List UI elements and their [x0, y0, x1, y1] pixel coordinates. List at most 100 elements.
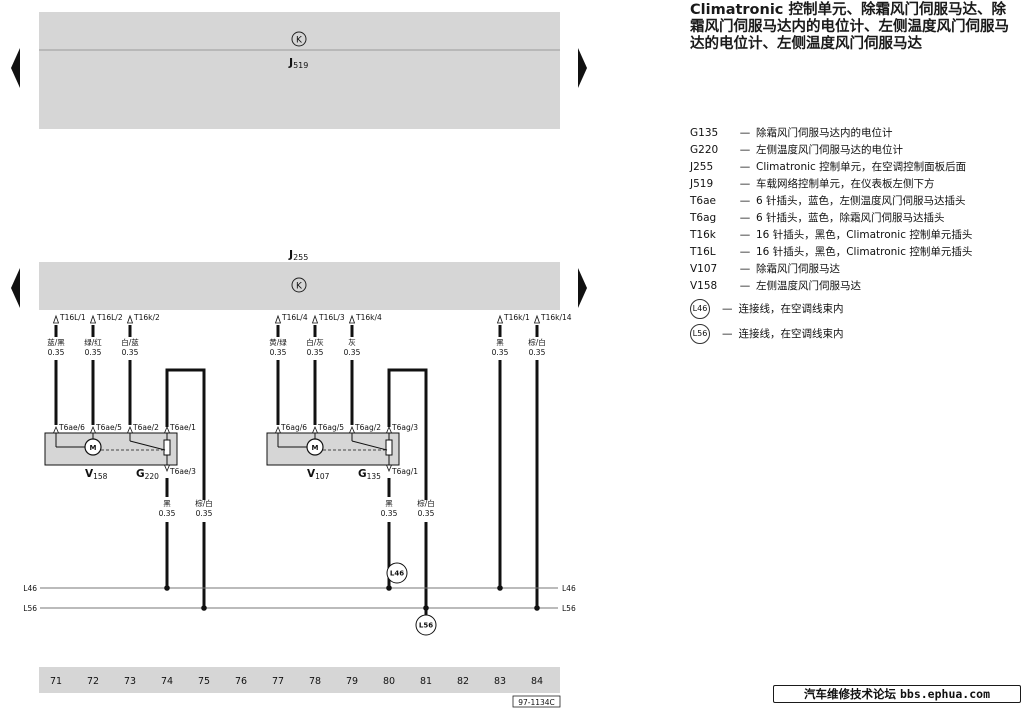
legend-code: V158	[690, 279, 718, 292]
legend-row: G135—除霜风门伺服马达内的电位计	[690, 124, 1020, 141]
pin-label: T16L/2	[96, 313, 123, 322]
pin-label: T16L/1	[59, 313, 86, 322]
connector-pin-arrow	[163, 464, 171, 473]
motor-symbol	[84, 438, 102, 456]
bus-label-left: L56	[23, 604, 37, 613]
next-page-arrow-upper[interactable]	[578, 48, 587, 88]
connector-pin-label: T6ag/3	[391, 423, 418, 432]
connector-pin-label: T6ae/1	[169, 423, 196, 432]
connector-pin-label: T6ae/6	[58, 423, 85, 432]
motor-name-sub: 107	[315, 472, 330, 481]
wire-color-label: 棕/白	[195, 498, 213, 508]
legend-row: G220—左侧温度风门伺服马达的电位计	[690, 141, 1020, 158]
legend-connector-row: L56—连接线，在空调线束内	[690, 321, 1020, 346]
pot-name: G135	[358, 468, 381, 481]
watermark-text: 汽车维修技术论坛	[803, 687, 896, 701]
motor-name: V158	[85, 468, 108, 481]
pin-arrow	[89, 314, 97, 324]
track-number-81: 81	[420, 676, 432, 687]
figure-id: 97-1134C	[518, 698, 555, 707]
track-number-79: 79	[346, 676, 358, 687]
wiring-diagram: K J519 J255 K T16L/1蓝/黑0.35T16L/2绿/红0.35…	[11, 12, 587, 708]
legend-dash: —	[739, 177, 751, 190]
legend-description: 除霜风门伺服马达	[756, 263, 840, 275]
pin-arrow	[496, 314, 504, 324]
wire-color-label: 黑	[163, 499, 171, 508]
pot-name-sub: 220	[145, 472, 160, 481]
pin-arrow	[126, 314, 134, 324]
connector-pin-label: T6ae/3	[169, 467, 196, 476]
legend-row: T6ag—6 针插头，蓝色，除霜风门伺服马达插头	[690, 209, 1020, 226]
wire-color-label: 黑	[385, 499, 393, 508]
legend-row: T6ae—6 针插头，蓝色，左侧温度风门伺服马达插头	[690, 192, 1020, 209]
legend-row: V158—左侧温度风门伺服马达	[690, 277, 1020, 294]
legend-description: 16 针插头，黑色，Climatronic 控制单元插头	[756, 229, 973, 241]
figure-id-box	[512, 695, 561, 708]
wire-color-label: 棕/白	[528, 337, 546, 347]
legend-dash: —	[739, 160, 751, 173]
j255-ground-letter: K	[296, 282, 303, 292]
bus-connector-label: L46	[390, 570, 404, 578]
prev-page-arrow-upper[interactable]	[11, 48, 20, 88]
next-page-arrow-lower[interactable]	[578, 268, 587, 308]
track-number-83: 83	[494, 676, 506, 687]
connector-pin-arrow	[52, 425, 60, 434]
wire-size-label: 0.35	[492, 348, 509, 357]
legend-dash: —	[739, 245, 751, 258]
connector-pin-arrow	[311, 425, 319, 434]
connector-pin-arrow	[385, 464, 393, 473]
wire-size-label: 0.35	[381, 509, 398, 518]
bus-junction-dot	[497, 585, 503, 591]
legend-dash: —	[739, 228, 751, 241]
legend-code: G135	[690, 126, 719, 139]
legend-dash: —	[739, 143, 751, 156]
legend-code: J255	[690, 160, 714, 173]
legend-code: J519	[690, 177, 714, 190]
track-number-72: 72	[87, 676, 99, 687]
motor-letter: M	[90, 444, 97, 452]
prev-page-arrow-lower[interactable]	[11, 268, 20, 308]
pin-arrow	[348, 314, 356, 324]
pot-wiper	[129, 440, 166, 451]
legend-description: 左侧温度风门伺服马达的电位计	[756, 144, 903, 156]
legend-connector-row: L46—连接线，在空调线束内	[690, 296, 1020, 321]
pin-label: T16k/4	[355, 313, 382, 322]
wire-color-label: 灰	[348, 337, 356, 347]
pin-label: T16L/3	[318, 313, 345, 322]
j255-pins: T16L/1蓝/黑0.35T16L/2绿/红0.35T16k/2白/蓝0.35T…	[47, 313, 572, 608]
track-strip	[39, 667, 560, 693]
pin-arrow	[274, 314, 282, 324]
legend-row: T16k — 16 针插头，黑色，Climatronic 控制单元插头	[690, 226, 1020, 243]
pin-label: T16k/1	[503, 313, 530, 322]
motor-name: V107	[307, 468, 330, 481]
legend-code: T6ae	[690, 194, 716, 207]
legend-row: V107—除霜风门伺服马达	[690, 260, 1020, 277]
loop-wire	[165, 368, 206, 500]
legend-dash: —	[739, 126, 751, 139]
bus-connector-label: L56	[419, 622, 433, 630]
legend-code: T16k	[690, 228, 716, 241]
connector-pin-arrow	[385, 425, 393, 434]
track-number-71: 71	[50, 676, 62, 687]
connector-pin-arrow	[274, 425, 282, 434]
diagram-title: Climatronic 控制单元、除霜风门伺服马达、除霜风门伺服马达内的电位计、…	[690, 2, 1009, 52]
bus-label-right: L46	[562, 584, 576, 593]
bus-junction-dot	[164, 585, 170, 591]
track-number-74: 74	[161, 676, 173, 687]
track-number-76: 76	[235, 676, 247, 687]
pot-name: G220	[136, 468, 159, 481]
wire-color-label: 黑	[496, 338, 504, 347]
track-number-80: 80	[383, 676, 395, 687]
legend-dash: —	[739, 262, 751, 275]
j255-ground-symbol	[291, 277, 307, 293]
connector-pin-arrow	[89, 425, 97, 434]
motor-housing	[44, 432, 178, 466]
connector-pin-label: T6ag/5	[317, 423, 344, 432]
track-number-78: 78	[309, 676, 321, 687]
